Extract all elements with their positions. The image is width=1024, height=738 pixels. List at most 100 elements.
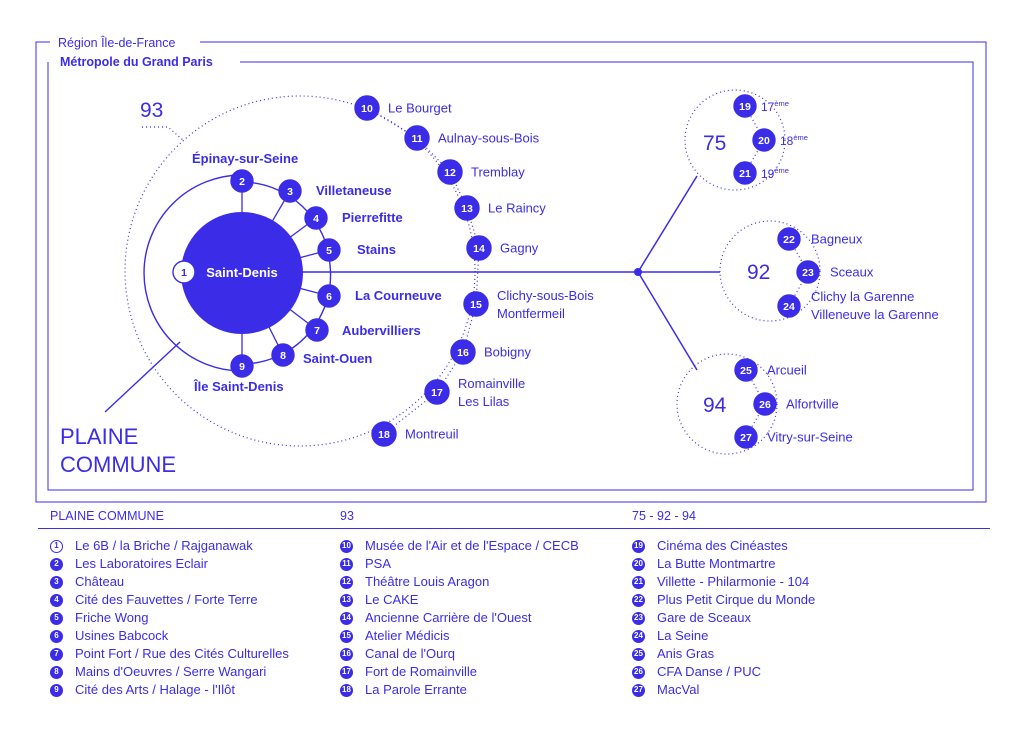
legend-label: Canal de l'Ourq xyxy=(365,646,455,661)
dept94-chain-line xyxy=(745,369,766,438)
plaine-outer-arc xyxy=(143,174,243,372)
dept94-circle xyxy=(676,353,778,455)
legend-number-badge: 1 xyxy=(50,539,63,553)
legend-number-badge: 24 xyxy=(632,629,645,643)
node-17-label2: Les Lilas xyxy=(458,394,510,409)
node-6-badge xyxy=(317,284,341,308)
node-11-number: 11 xyxy=(411,133,422,145)
legend-label: La Parole Errante xyxy=(365,682,467,697)
legend-number-badge: 14 xyxy=(340,611,353,625)
node-25-label: Arcueil xyxy=(767,363,807,378)
dept93-circle xyxy=(124,95,476,447)
node-2-badge xyxy=(230,169,254,193)
legend-number-badge: 6 xyxy=(50,629,63,643)
legend-number-badge: 19 xyxy=(632,539,645,553)
legend-number-badge: 13 xyxy=(340,593,353,607)
connector-94 xyxy=(637,271,698,371)
legend-number-badge: 23 xyxy=(632,611,645,625)
node-16-label: Bobigny xyxy=(484,345,531,360)
legend-label: MacVal xyxy=(657,682,700,697)
node-11-badge xyxy=(404,125,430,151)
legend-label: Musée de l'Air et de l'Espace / CECB xyxy=(365,538,579,553)
legend-label: Fort de Romainville xyxy=(365,664,477,679)
node-11-label: Aulnay-sous-Bois xyxy=(438,131,540,146)
dept92-circle xyxy=(719,220,821,322)
saint-denis-hub xyxy=(181,212,303,334)
node-17-badge xyxy=(424,379,450,405)
node-1-badge xyxy=(172,260,196,284)
node-20-badge xyxy=(752,128,776,152)
legend-item: 20 La Butte Montmartre xyxy=(632,555,962,573)
legend-number-badge: 20 xyxy=(632,557,645,571)
node-15-label2: Montfermeil xyxy=(497,306,565,321)
legend-label: Plus Petit Cirque du Monde xyxy=(657,592,816,607)
legend-number-badge: 10 xyxy=(340,539,353,553)
node-17-label: Romainville xyxy=(458,376,525,391)
node-12-label: Tremblay xyxy=(471,165,525,180)
node-16-badge xyxy=(450,339,476,365)
legend-label: Mains d'Oeuvres / Serre Wangari xyxy=(75,664,267,679)
legend-number-badge: 7 xyxy=(50,647,63,661)
node-7-badge xyxy=(305,318,329,342)
node-18-number: 18 xyxy=(378,429,390,441)
legend-number-badge: 18 xyxy=(340,683,353,697)
legend-label: Anis Gras xyxy=(657,646,715,661)
legend-label: La Butte Montmartre xyxy=(657,556,776,571)
metropole-label: Métropole du Grand Paris xyxy=(60,55,213,69)
node-9-number: 9 xyxy=(239,361,245,373)
node-19-sup: ème xyxy=(774,99,789,108)
dept92-chain-line xyxy=(788,238,809,307)
node-21-arr: 19 xyxy=(761,167,775,181)
node-15-badge xyxy=(463,291,489,317)
node-5-label: Stains xyxy=(357,242,396,257)
legend-item: 18 La Parole Errante xyxy=(340,681,670,699)
node-10-badge xyxy=(354,95,380,121)
node-14-badge xyxy=(466,235,492,261)
legend-number-badge: 12 xyxy=(340,575,353,589)
node-5-number: 5 xyxy=(326,245,332,257)
metropole-frame xyxy=(47,61,974,491)
node-19-badge xyxy=(733,94,757,118)
legend-label: Villette - Philarmonie - 104 xyxy=(657,574,810,589)
plaine-pointer xyxy=(104,341,181,413)
legend-label: Cinéma des Cinéastes xyxy=(657,538,788,553)
node-23-badge xyxy=(796,260,820,284)
legend-label: Friche Wong xyxy=(75,610,149,625)
legend-item: 7 Point Fort / Rue des Cités Culturelles xyxy=(50,645,380,663)
dept75-chain-line xyxy=(744,105,765,174)
legend-number-badge: 16 xyxy=(340,647,353,661)
legend-number-badge: 15 xyxy=(340,629,353,643)
legend-heading: PLAINE COMMUNE xyxy=(50,509,164,523)
legend-number-badge: 5 xyxy=(50,611,63,625)
legend-label: Le CAKE xyxy=(365,592,419,607)
legend-item: 8 Mains d'Oeuvres / Serre Wangari xyxy=(50,663,380,681)
legend-number-badge: 8 xyxy=(50,665,63,679)
node-19-arr: 17 xyxy=(761,100,775,114)
node-14-number: 14 xyxy=(473,243,485,255)
dept93-label: 93 xyxy=(140,99,163,122)
node-13-label: Le Raincy xyxy=(488,201,546,216)
node-27-badge xyxy=(734,425,758,449)
node-20-sup: ème xyxy=(793,133,808,142)
node-15-label: Clichy-sous-Bois xyxy=(497,288,594,303)
legend-label: Point Fort / Rue des Cités Culturelles xyxy=(75,646,289,661)
node-23-number: 23 xyxy=(802,267,814,279)
legend-number-badge: 21 xyxy=(632,575,645,589)
node-7-number: 7 xyxy=(314,325,320,337)
legend-item: 13 Le CAKE xyxy=(340,591,670,609)
legend-item: 5 Friche Wong xyxy=(50,609,380,627)
